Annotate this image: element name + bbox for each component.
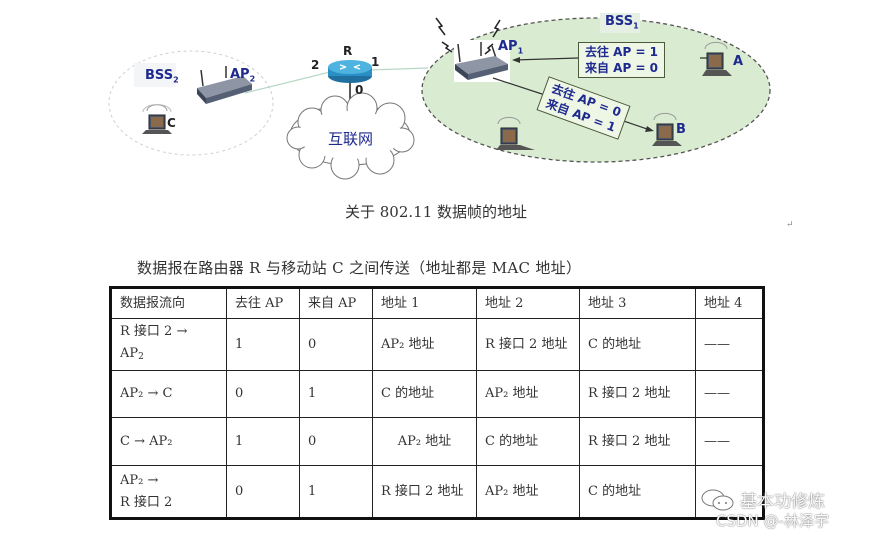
station-b-label: B (676, 122, 686, 137)
laptop-c-icon (142, 104, 172, 134)
header-addr1: 地址 1 (372, 287, 477, 319)
router-icon (328, 60, 372, 83)
cell-addr4: —— (695, 370, 764, 418)
router-port-1: 1 (371, 55, 380, 69)
flag-to-ap-line: 去往 AP = 1 (585, 45, 659, 59)
bss2-ellipse (108, 50, 274, 156)
wireless-signal-icon (435, 17, 501, 55)
cell-addr2: AP₂ 地址 (476, 465, 580, 519)
cell-to-ap: 1 (226, 417, 300, 466)
table-row: AP₂ → R 接口 2 0 1 R 接口 2 地址 AP₂ 地址 C 的地址 (110, 465, 764, 519)
watermark-account: 基本功修炼 (740, 492, 825, 512)
cell-addr1: AP₂ 地址 (372, 318, 477, 371)
header-direction: 数据报流向 (110, 287, 227, 319)
arrow-a-to-ap1 (513, 57, 579, 61)
cell-addr3: R 接口 2 地址 (579, 417, 696, 466)
cell-addr3: R 接口 2 地址 (579, 370, 696, 418)
cell-addr1: C 的地址 (372, 370, 477, 418)
header-addr3: 地址 3 (579, 287, 696, 319)
cell-direction: AP₂ → C (110, 370, 227, 418)
bss2-label: BSS2 (145, 68, 179, 85)
header-to-ap: 去往 AP (226, 287, 300, 319)
ap1-label: AP1 (498, 39, 524, 56)
flag-box-a-to-ap: 去往 AP = 1 来自 AP = 0 (578, 42, 666, 78)
wechat-icon (701, 489, 734, 511)
link-ap2-router (244, 71, 331, 94)
table-row: C → AP₂ 1 0 AP₂ 地址 C 的地址 R 接口 2 地址 —— (110, 417, 764, 466)
laptop-extra-icon (496, 116, 535, 150)
cell-to-ap: 1 (226, 318, 300, 371)
table-row: R 接口 2 → AP2 1 0 AP₂ 地址 R 接口 2 地址 C 的地址 … (110, 318, 764, 371)
internet-label: 互联网 (328, 130, 374, 148)
cell-direction: C → AP₂ (110, 417, 227, 466)
table-header-row: 数据报流向 去往 AP 来自 AP 地址 1 地址 2 地址 3 地址 4 (110, 287, 764, 319)
cell-direction: AP₂ → R 接口 2 (110, 465, 227, 519)
cell-to-ap: 0 (226, 465, 300, 519)
table-title: 数据报在路由器 R 与移动站 C 之间传送（地址都是 MAC 地址） (137, 259, 582, 277)
watermark-author: CSDN @-林泽宇 (716, 512, 829, 530)
cell-direction: R 接口 2 → AP2 (110, 318, 227, 371)
network-diagram: BSS2 AP2 C R 2 1 0 互联网 BSS1 AP1 A B 去往 A… (0, 0, 870, 195)
bss1-label: BSS1 (605, 14, 639, 31)
station-a-label: A (733, 54, 744, 69)
cell-addr1: AP₂ 地址 (372, 417, 477, 466)
header-addr2: 地址 2 (476, 287, 580, 319)
cell-from-ap: 1 (299, 370, 373, 418)
laptop-a-icon (702, 41, 732, 76)
table-row: AP₂ → C 0 1 C 的地址 AP₂ 地址 R 接口 2 地址 —— (110, 370, 764, 418)
figure-caption: 关于 802.11 数据帧的地址 (345, 203, 528, 221)
cell-from-ap: 0 (299, 417, 373, 466)
bss1-ellipse (421, 17, 771, 163)
cell-addr3: C 的地址 (579, 465, 696, 519)
ap2-label: AP2 (230, 67, 256, 84)
cell-to-ap: 0 (226, 370, 300, 418)
router-port-0: 0 (355, 83, 364, 97)
cell-addr2: R 接口 2 地址 (476, 318, 580, 371)
cell-from-ap: 0 (299, 318, 373, 371)
cell-addr2: AP₂ 地址 (476, 370, 580, 418)
link-router-bss1 (369, 67, 429, 71)
cell-addr1: R 接口 2 地址 (372, 465, 477, 519)
station-c-label: C (167, 116, 176, 130)
address-table: 数据报流向 去往 AP 来自 AP 地址 1 地址 2 地址 3 地址 4 R … (109, 286, 765, 520)
ap2-device-icon (197, 66, 252, 104)
paragraph-mark: ↵ (786, 220, 794, 230)
cell-addr4: —— (695, 417, 764, 466)
cell-addr3: C 的地址 (579, 318, 696, 371)
cell-from-ap: 1 (299, 465, 373, 519)
router-port-2: 2 (311, 58, 320, 72)
router-label: R (343, 44, 353, 58)
internet-cloud-icon (286, 92, 415, 180)
flag-from-ap-line: 来自 AP = 0 (585, 61, 659, 75)
ap1-device-icon (454, 40, 510, 82)
diagram-graphics (108, 13, 771, 180)
laptop-b-icon (652, 112, 682, 146)
header-from-ap: 来自 AP (299, 287, 373, 319)
cell-addr2: C 的地址 (476, 417, 580, 466)
header-addr4: 地址 4 (695, 287, 764, 319)
cell-addr4: —— (695, 318, 764, 371)
